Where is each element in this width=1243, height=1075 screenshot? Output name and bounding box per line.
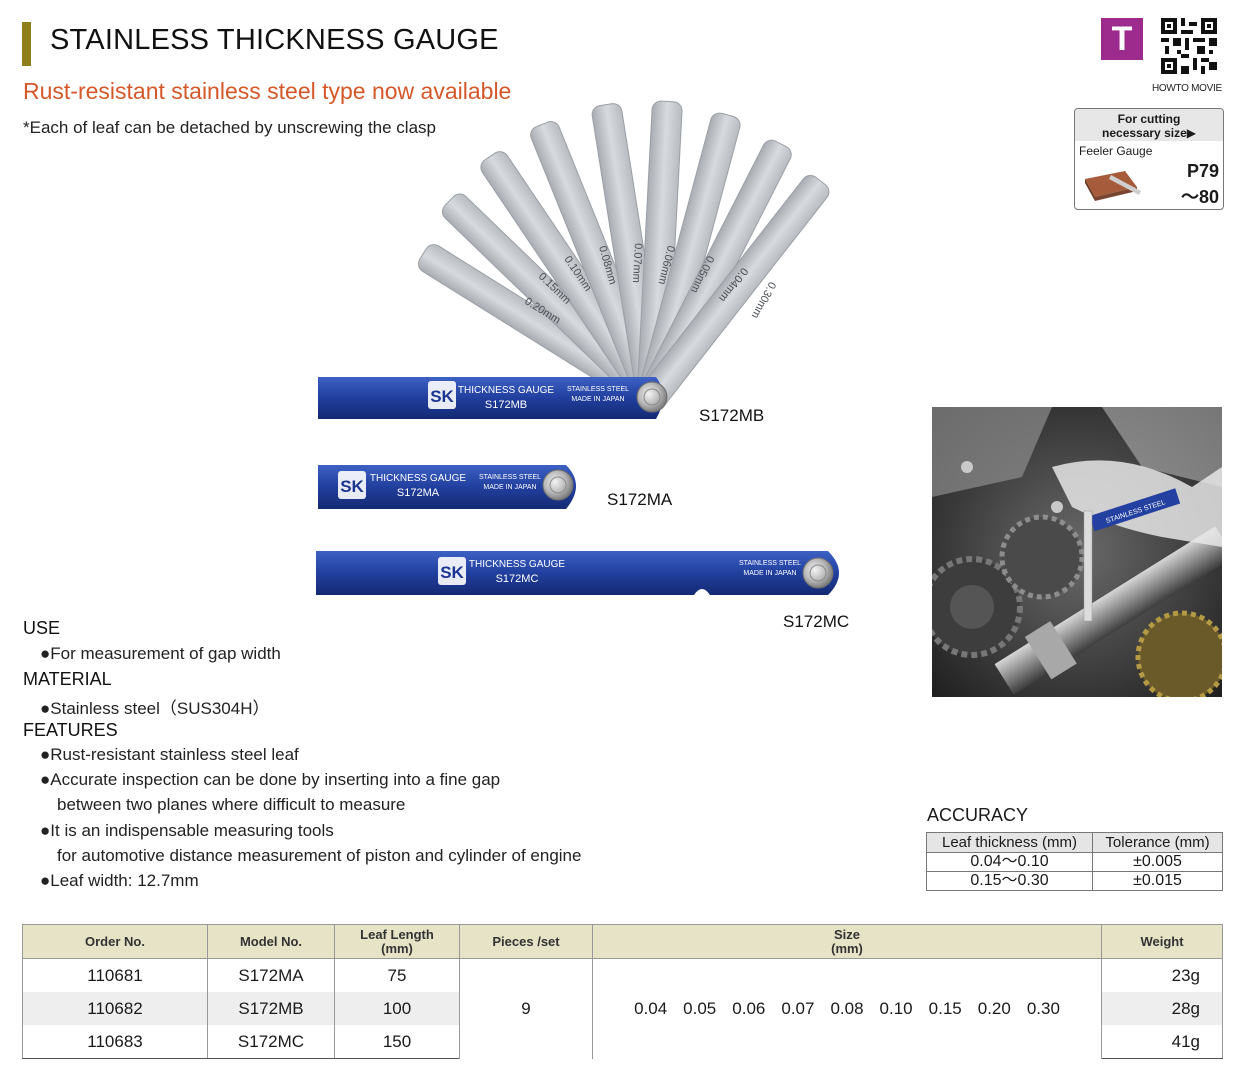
leaf-length: 75 <box>334 958 460 992</box>
feature-item: ●Accurate inspection can be done by inse… <box>40 770 501 789</box>
gauge-handle-s172mb: SK THICKNESS GAUGE S172MB STAINLESS STEE… <box>318 377 668 419</box>
model-label-s172mb: S172MB <box>699 406 765 425</box>
brand-logo: SK <box>430 387 454 406</box>
feature-item: ●Leaf width: 12.7mm <box>40 871 199 890</box>
leaf-length: 150 <box>334 1025 460 1059</box>
feeler-gauge-label: Feeler Gauge <box>1079 144 1153 158</box>
svg-text:S172MA: S172MA <box>397 487 440 499</box>
leaf-length: 100 <box>334 992 460 1025</box>
accuracy-col-tolerance: Tolerance (mm) <box>1092 832 1223 853</box>
svg-text:STAINLESS STEEL: STAINLESS STEEL <box>567 386 629 393</box>
accuracy-tolerance: ±0.015 <box>1092 871 1223 891</box>
accuracy-range: 0.15～0.30 <box>925 871 1094 891</box>
cutting-reference-box[interactable]: For cutting necessary size▶ Feeler Gauge… <box>1074 108 1224 210</box>
table-row: 110682 S172MB 100 28g <box>22 992 1223 1025</box>
qr-code-icon[interactable] <box>1161 18 1217 74</box>
spec-table: Order No. Model No. Leaf Length(mm) Piec… <box>22 924 1223 1059</box>
feature-item: ●It is an indispensable measuring tools <box>40 821 334 840</box>
col-weight: Weight <box>1101 924 1223 959</box>
use-item: ●For measurement of gap width <box>40 644 281 663</box>
svg-text:STAINLESS STEEL: STAINLESS STEEL <box>739 560 801 567</box>
svg-text:S172MB: S172MB <box>485 399 527 411</box>
model-no: S172MB <box>207 992 335 1025</box>
pieces-per-set: 9 <box>459 958 593 1059</box>
gauge-handle-s172mc: SK THICKNESS GAUGE S172MC STAINLESS STEE… <box>316 551 839 595</box>
use-heading: USE <box>23 618 61 638</box>
order-no: 110683 <box>22 1025 208 1059</box>
page-ref-end: ～80 <box>1180 187 1219 207</box>
accuracy-range: 0.04～0.10 <box>925 852 1094 872</box>
order-no: 110681 <box>22 958 208 992</box>
brand-logo: SK <box>440 563 464 582</box>
col-order-no: Order No. <box>22 924 208 959</box>
weight: 28g <box>1101 992 1223 1025</box>
category-badge: T <box>1101 18 1143 60</box>
feature-item-cont: between two planes where difficult to me… <box>57 795 406 814</box>
clasp-note: *Each of leaf can be detached by unscrew… <box>23 118 436 137</box>
weight: 41g <box>1101 1025 1223 1059</box>
gauge-handle-s172ma: SK THICKNESS GAUGE S172MA STAINLESS STEE… <box>318 465 576 509</box>
leaf-label: 0.07mm <box>630 243 644 283</box>
svg-text:THICKNESS GAUGE: THICKNESS GAUGE <box>370 473 466 484</box>
model-no: S172MC <box>207 1025 335 1059</box>
material-item: ●Stainless steel（SUS304H） <box>40 699 270 718</box>
accuracy-heading: ACCURACY <box>927 805 1029 825</box>
brand-logo: SK <box>340 477 364 496</box>
leaf-fan <box>417 100 830 413</box>
howto-movie-label[interactable]: HOWTO MOVIE <box>1152 83 1222 94</box>
col-leaf-length: Leaf Length(mm) <box>334 924 460 959</box>
accuracy-tolerance: ±0.005 <box>1092 852 1223 872</box>
usage-photo: STAINLESS STEEL <box>932 407 1222 697</box>
feeler-gauge-thumbnail <box>1085 171 1141 201</box>
accuracy-col-thickness: Leaf thickness (mm) <box>925 832 1094 853</box>
spec-table-header: Order No. Model No. Leaf Length(mm) Piec… <box>22 924 1223 959</box>
weight: 23g <box>1101 958 1223 992</box>
svg-text:STAINLESS STEEL: STAINLESS STEEL <box>479 474 541 481</box>
cutting-header: For cutting necessary size▶ <box>1075 109 1223 141</box>
feature-item-cont: for automotive distance measurement of p… <box>57 846 582 865</box>
col-size: Size(mm) <box>592 924 1102 959</box>
page-ref-start: P79 <box>1186 161 1219 181</box>
svg-text:THICKNESS GAUGE: THICKNESS GAUGE <box>458 385 554 396</box>
gauge-set-illustration: 0.20mm 0.15mm 0.10mm 0.08mm 0.07mm 0.06m… <box>316 100 839 595</box>
material-heading: MATERIAL <box>23 669 112 689</box>
order-no: 110682 <box>22 992 208 1025</box>
svg-text:S172MC: S172MC <box>496 573 539 585</box>
svg-text:MADE IN JAPAN: MADE IN JAPAN <box>483 484 536 491</box>
title-accent-bar <box>22 22 31 66</box>
col-pieces: Pieces /set <box>459 924 593 959</box>
features-heading: FEATURES <box>23 720 118 740</box>
table-row: 110683 S172MC 150 41g <box>22 1025 1223 1059</box>
subtitle: Rust-resistant stainless steel type now … <box>23 78 512 104</box>
col-model-no: Model No. <box>207 924 335 959</box>
model-label-s172mc: S172MC <box>783 612 850 631</box>
svg-text:MADE IN JAPAN: MADE IN JAPAN <box>571 396 624 403</box>
model-label-s172ma: S172MA <box>607 490 673 509</box>
model-no: S172MA <box>207 958 335 992</box>
page-title: STAINLESS THICKNESS GAUGE <box>50 24 499 56</box>
svg-text:THICKNESS GAUGE: THICKNESS GAUGE <box>469 559 565 570</box>
accuracy-table: Leaf thickness (mm) Tolerance (mm) 0.04～… <box>925 832 1223 891</box>
svg-text:MADE IN JAPAN: MADE IN JAPAN <box>743 570 796 577</box>
feature-item: ●Rust-resistant stainless steel leaf <box>40 745 299 764</box>
